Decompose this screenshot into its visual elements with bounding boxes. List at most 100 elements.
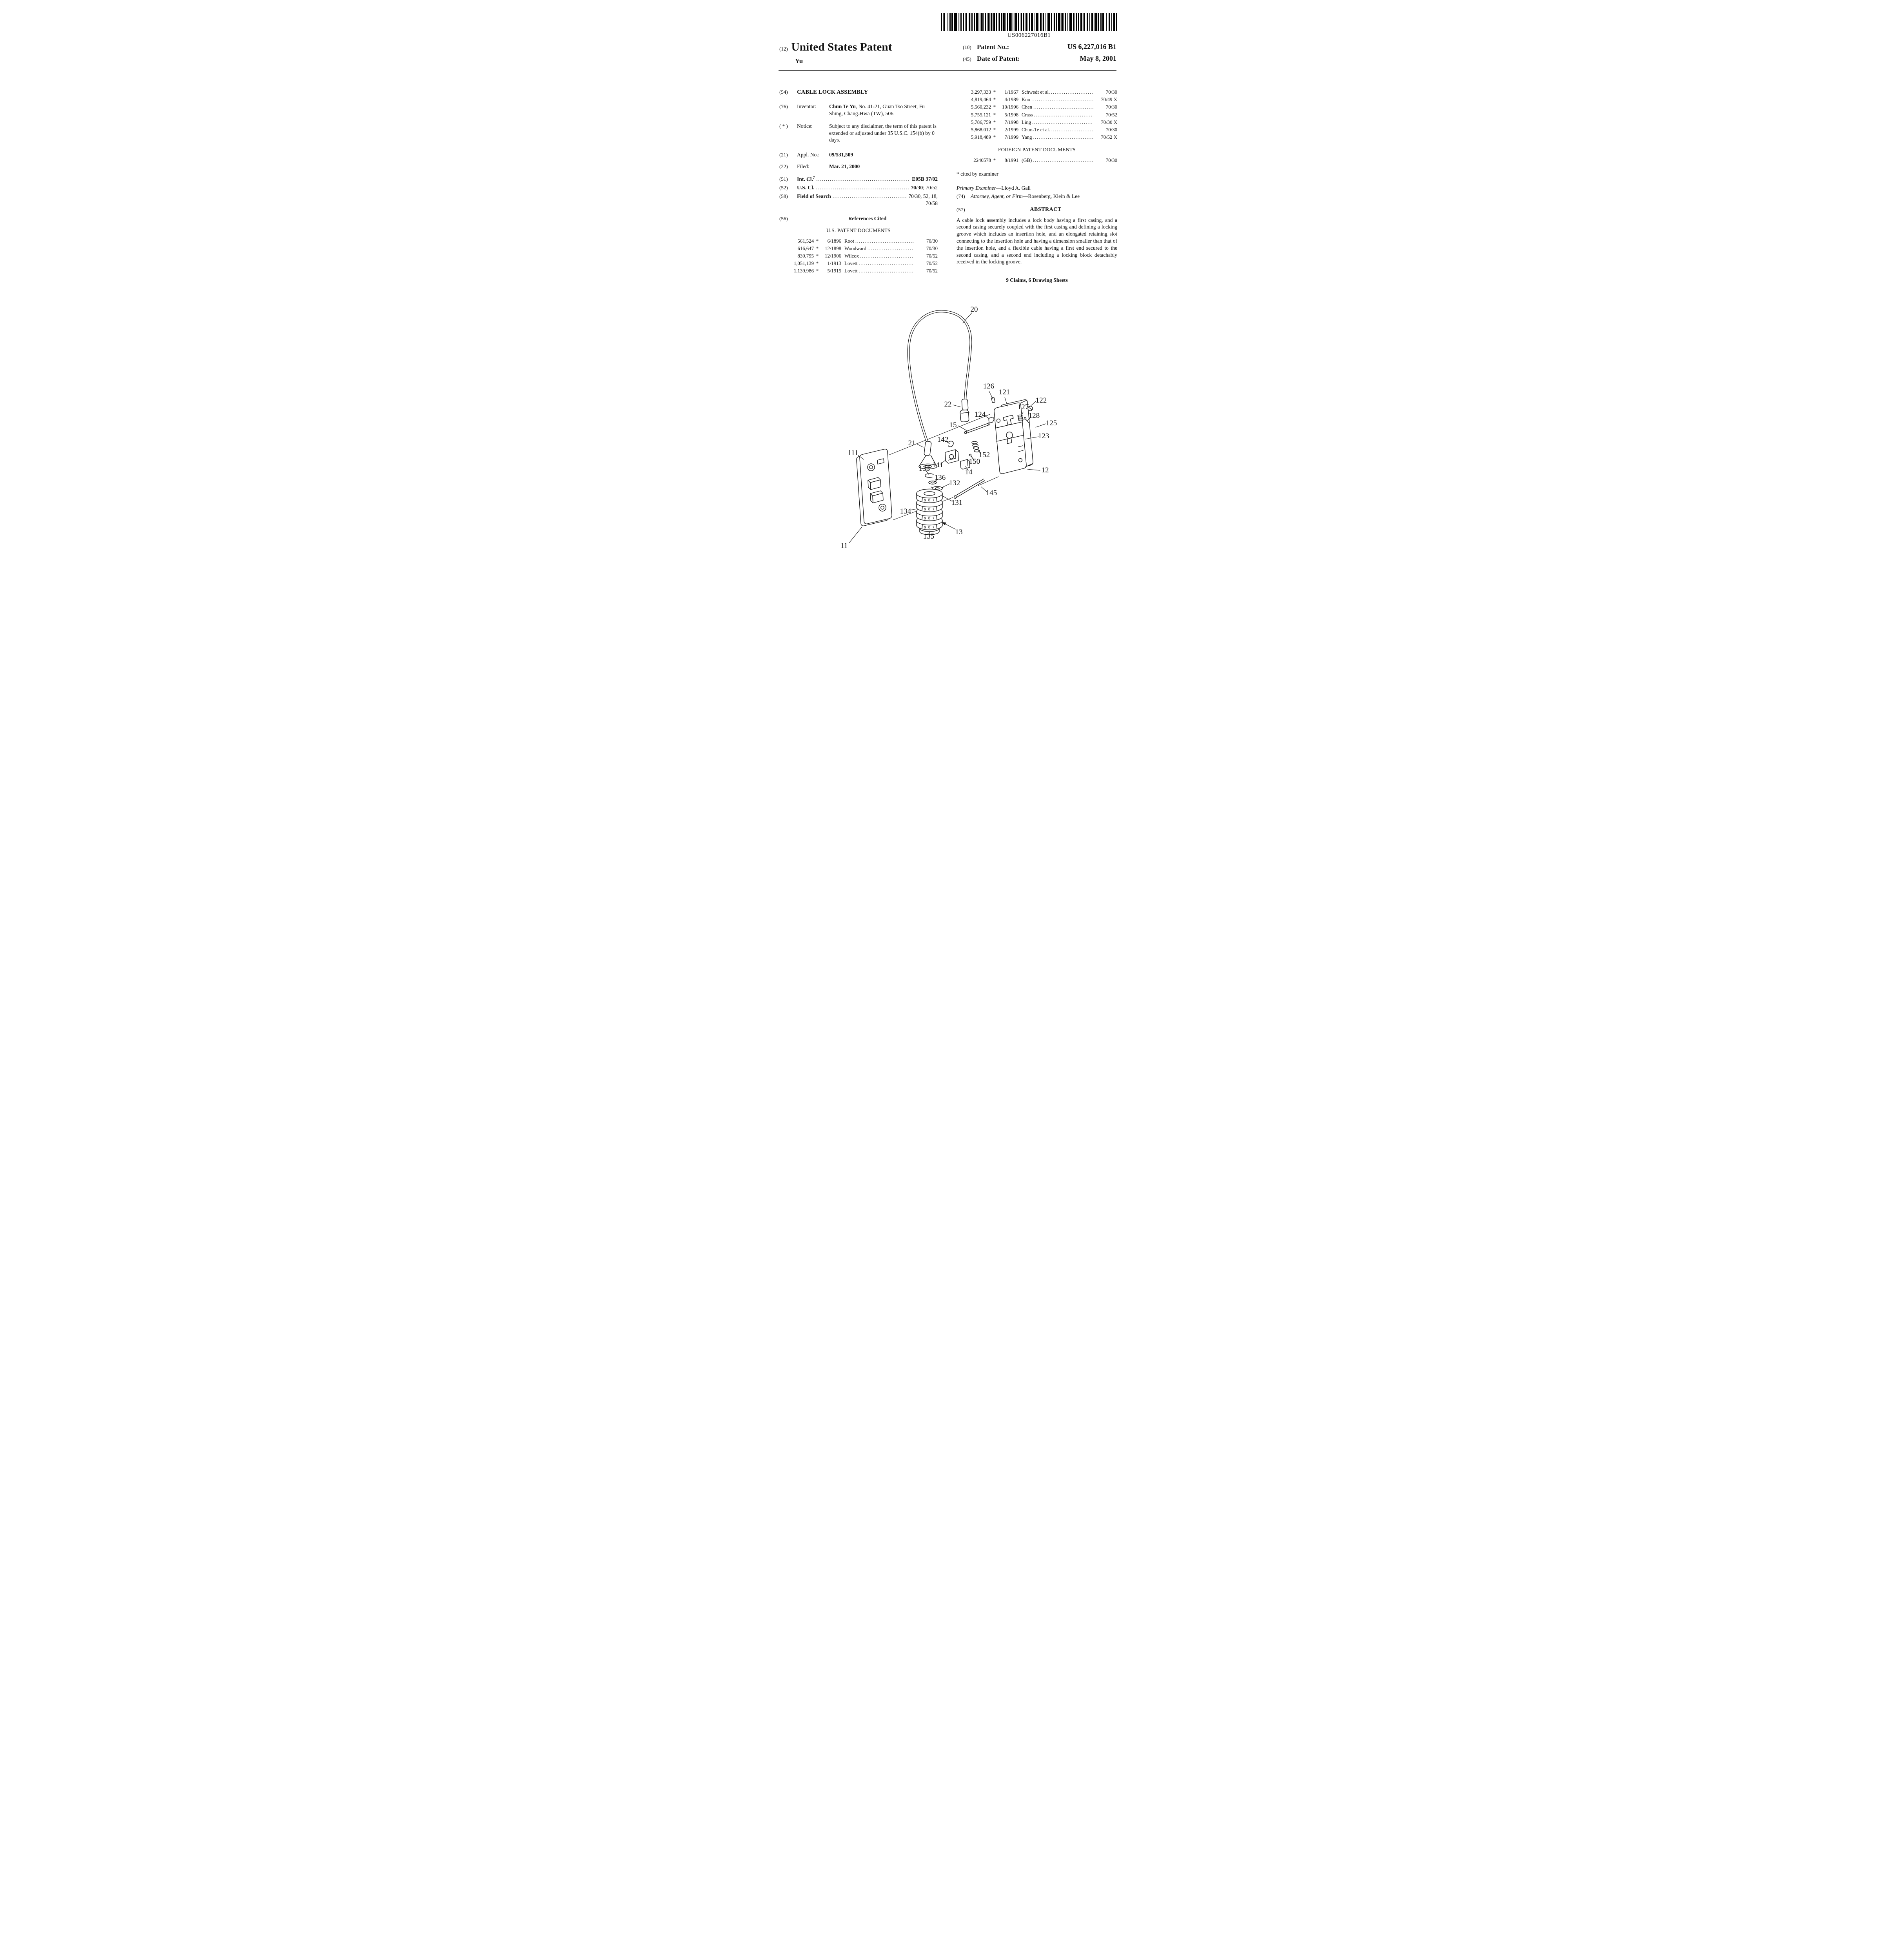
citation-number: 3,297,333 — [971, 89, 991, 95]
figure-ref-label: 22 — [944, 400, 952, 408]
citation-star: * — [816, 245, 819, 251]
citation-class: 70/52 — [1105, 112, 1117, 118]
citation-star: * — [816, 253, 819, 259]
citation-class: 70/30 — [1105, 89, 1117, 95]
header-right: (10) Patent No.: US 6,227,016 B1 (45) Da… — [963, 41, 1116, 66]
citation-date: 5/1998 — [1004, 112, 1018, 118]
figure-ref-label: 14 — [965, 468, 973, 476]
barcode-text: US006227016B1 — [1007, 32, 1051, 38]
citation-date: 12/1898 — [825, 245, 841, 251]
dot-leader — [859, 267, 914, 275]
citation-date: 2/1999 — [1004, 127, 1018, 132]
primary-examiner-label: Primary Examiner — [957, 185, 996, 191]
citation-star: * — [816, 238, 819, 244]
dial-digits: 9 8 7 — [924, 517, 935, 521]
citation-date: 7/1999 — [1004, 134, 1018, 140]
us-citations-right: 3,297,333 * 1/1967 Schwedt et al. 70/30 … — [957, 89, 1117, 141]
references-right-column: 3,297,333 * 1/1967 Schwedt et al. 70/30 … — [957, 89, 1117, 283]
citation-class: 70/52 X — [1101, 134, 1117, 140]
notice-text: Subject to any disclaimer, the term of t… — [829, 123, 937, 143]
middle-parts — [925, 422, 991, 499]
us-patent-documents-title: U.S. PATENT DOCUMENTS — [826, 227, 891, 233]
citation-star: * — [993, 104, 996, 110]
header-rule — [779, 70, 1116, 71]
us-citations-left: 561,524 * 6/1896 Root 70/30 616,647 * 12… — [779, 238, 938, 275]
citation-row: 5,786,759 * 7/1998 Ling 70/30 X — [957, 119, 1117, 126]
ref-tag-51: (51) — [779, 176, 788, 182]
citation-number: 5,786,759 — [971, 119, 991, 125]
figure-ref-label: 145 — [986, 489, 997, 497]
figure-ref-label: 20 — [970, 305, 978, 314]
attorney-text: Attorney, Agent, or Firm—Rosenberg, Klei… — [971, 193, 1080, 200]
ref-tag-52: (52) — [779, 185, 788, 191]
dot-leader — [816, 184, 909, 191]
citation-row: 839,795 * 12/1906 Wilcox 70/52 — [779, 252, 938, 260]
citation-name: Crass — [1022, 112, 1033, 118]
dial-digits: 9 8 7 — [924, 499, 935, 503]
filed-label: Filed: — [797, 163, 810, 169]
citation-number: 561,524 — [797, 238, 814, 244]
citation-row: 616,647 * 12/1898 Woodward 70/30 — [779, 245, 938, 252]
attorney-line: (74) Attorney, Agent, or Firm—Rosenberg,… — [957, 193, 1117, 200]
dot-leader — [1051, 126, 1093, 134]
citation-row: 1,051,139 * 1/1913 Lovett 70/52 — [779, 260, 938, 267]
page-header: (12) United States Patent Yu (10) Patent… — [779, 41, 1116, 66]
attorney-label: Attorney, Agent, or Firm — [971, 193, 1023, 199]
citation-star: * — [993, 127, 996, 132]
us-cl-label: U.S. Cl. — [797, 185, 815, 191]
abstract-title: ABSTRACT — [1030, 206, 1062, 212]
citation-date: 10/1996 — [1002, 104, 1018, 110]
figure-ref-label: 128 — [1028, 412, 1040, 420]
dot-leader — [1031, 96, 1093, 103]
citation-row: 3,297,333 * 1/1967 Schwedt et al. 70/30 — [957, 89, 1117, 96]
us-cl-value: 70/30; 70/52 — [911, 185, 938, 191]
citation-date: 4/1989 — [1004, 97, 1018, 103]
ref-tag-12: (12) — [779, 46, 788, 52]
citation-row: 2240578 * 8/1991 (GB) 70/30 — [957, 157, 1117, 164]
citation-date: 6/1896 — [827, 238, 841, 244]
figure-ref-label: 122 — [1035, 396, 1047, 405]
ref-tag-76: (76) — [779, 103, 788, 110]
citation-number: 839,795 — [797, 253, 814, 259]
primary-examiner-line: Primary Examiner—Lloyd A. Gall — [957, 185, 1117, 191]
citation-class: 70/30 — [1105, 104, 1117, 110]
citation-row: 5,560,232 * 10/1996 Chen 70/30 — [957, 103, 1117, 111]
dot-leader — [855, 238, 914, 245]
citation-row: 5,755,121 * 5/1998 Crass 70/52 — [957, 111, 1117, 119]
citation-row: 1,139,986 * 5/1915 Lovett 70/52 — [779, 267, 938, 275]
citation-star: * — [993, 89, 996, 95]
citation-class: 70/30 X — [1101, 119, 1117, 125]
figure-area: 9 8 7 9 8 7 9 8 7 9 8 7 — [734, 302, 1161, 568]
ref-tag-58: (58) — [779, 193, 788, 199]
foreign-citations: 2240578 * 8/1991 (GB) 70/30 — [957, 157, 1117, 164]
figure-ref-label: 15 — [949, 421, 957, 429]
citation-date: 5/1915 — [827, 268, 841, 274]
invention-title: CABLE LOCK ASSEMBLY — [797, 89, 868, 95]
notice-label: Notice: — [797, 123, 813, 129]
citation-date: 1/1967 — [1004, 89, 1018, 95]
int-cl-value: E05B 37/02 — [912, 176, 938, 182]
header-left: (12) United States Patent Yu — [779, 41, 892, 66]
cable — [907, 310, 972, 470]
citation-date: 1/1913 — [827, 261, 841, 267]
figure-ref-label: 13 — [955, 528, 963, 536]
filed-value: Mar. 21, 2000 — [829, 163, 860, 169]
citation-number: 5,868,012 — [971, 127, 991, 132]
references-cited-title: References Cited — [848, 215, 887, 221]
citation-row: 5,918,489 * 7/1999 Yang 70/52 X — [957, 134, 1117, 141]
ref-tag-22: (22) — [779, 163, 788, 169]
field-of-search-value-2: 70/58 — [926, 200, 938, 206]
citation-name: Chun-Te et al. — [1022, 127, 1050, 132]
citation-class: 70/30 — [1105, 158, 1117, 163]
figure-ref-label: 126 — [983, 382, 995, 390]
inventor-address: , No. 41-21, Guan Tso Street, Fu Shing, … — [829, 103, 925, 116]
citation-number: 5,755,121 — [971, 112, 991, 118]
dial-digits: 9 8 7 — [924, 526, 935, 530]
ref-tag-45: (45) — [963, 56, 971, 62]
figure-ref-label: 21 — [908, 439, 916, 447]
citation-date: 8/1991 — [1004, 158, 1018, 163]
date-of-patent: May 8, 2001 — [1080, 54, 1117, 62]
citation-number: 4,819,464 — [971, 97, 991, 103]
dot-leader — [1032, 119, 1093, 126]
dot-leader — [1033, 103, 1093, 111]
